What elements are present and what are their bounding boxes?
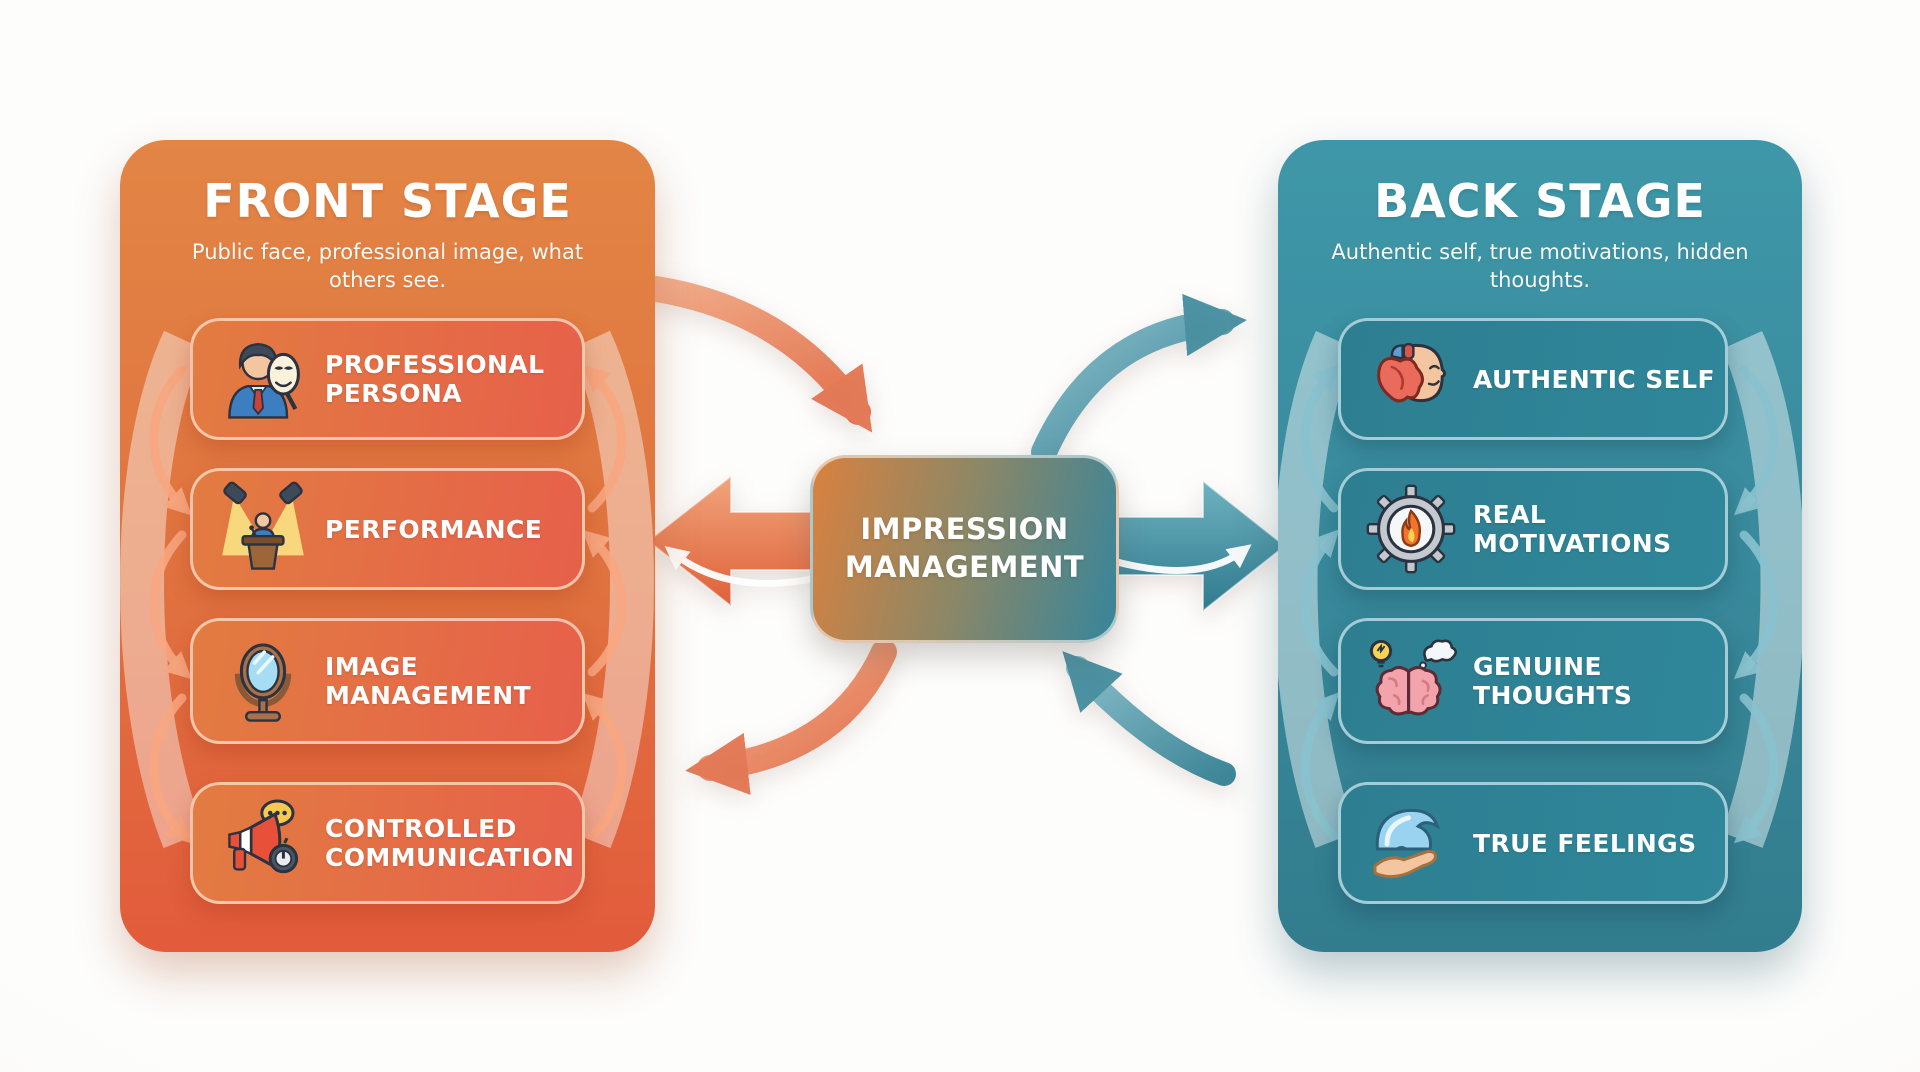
front-stage-title: FRONT STAGE [203,174,572,228]
card-performance: Performance [190,468,585,590]
card-label: Image Management [325,652,532,710]
card-label: Performance [325,514,543,544]
card-label: Professional Persona [325,350,545,408]
heart-face-icon [1377,343,1447,403]
card-authentic-self: Authentic Self [1338,318,1728,440]
gear-flame-icon [1366,484,1456,574]
card-true-feelings: True Feelings [1338,782,1728,904]
card-controlled-communication: Controlled Communication [190,782,585,904]
back-stage-panel: BACK STAGE Authentic self, true motivati… [1278,140,1802,952]
card-real-motivations: Real Motivations [1338,468,1728,590]
person-mask-icon [228,342,300,419]
big-arrow-right [1116,478,1287,614]
impression-management-label: IMPRESSION MANAGEMENT [844,512,1085,584]
back-stage-subtitle: Authentic self, true motivations, hidden… [1331,240,1749,293]
card-label: Controlled Communication [325,814,575,872]
arrow-center-to-front-bottom [685,639,897,795]
brain-idea-icon [1369,639,1458,716]
arrow-front-to-center-top [621,273,873,433]
big-arrow-left [646,473,817,609]
card-label: True Feelings [1473,828,1697,858]
card-image-management: Image Management [190,618,585,744]
podium-spotlight-icon [222,481,304,570]
big-arrow-right-swoosh [1113,544,1252,574]
card-label: Authentic Self [1473,364,1715,394]
card-professional-persona: Professional Persona [190,318,585,440]
impression-management-box: IMPRESSION MANAGEMENT [810,455,1119,643]
card-label: Real Motivations [1473,500,1672,558]
front-stage-panel: FRONT STAGE Public face, professional im… [120,140,655,952]
mirror-icon [234,643,292,722]
arrow-center-to-back-top [1031,293,1247,465]
card-genuine-thoughts: Genuine Thoughts [1338,618,1728,744]
arrow-back-to-center-bottom [1062,651,1236,786]
front-stage-subtitle: Public face, professional image, what ot… [191,240,584,293]
card-label: Genuine Thoughts [1473,652,1633,710]
big-arrow-left-swoosh [664,546,820,587]
back-stage-title: BACK STAGE [1374,174,1706,228]
megaphone-timer-icon [228,799,299,874]
wave-hand-icon [1373,808,1441,879]
